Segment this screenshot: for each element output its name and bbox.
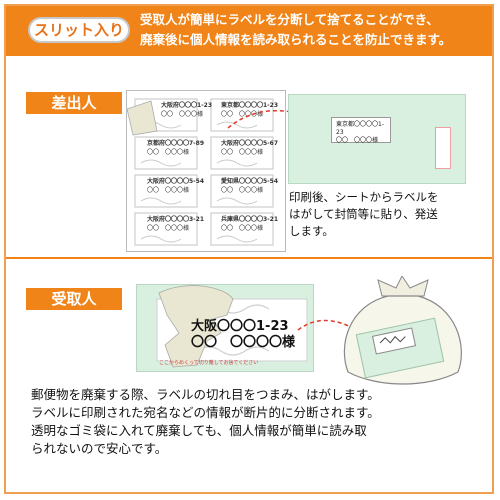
receiver-label-address: 大阪〇〇〇1-23 〇〇 〇〇〇〇様 [191,319,296,350]
envelope-address-label: 東京都〇〇〇〇1-23 〇〇 〇〇〇様 [331,117,391,144]
receiver-heading: 受取人 [26,288,122,310]
receiver-description: 郵便物を廃棄する際、ラベルの切れ目をつまみ、はがします。 ラベルに印刷された宛名… [31,387,380,456]
peeled-label-corner [127,100,158,136]
postal-code-boxes [435,127,451,169]
banner-line-1: 受取人が簡単にラベルを分断して捨てることができ、 [140,12,439,27]
torn-label-illustration [156,285,308,368]
banner-text: 受取人が簡単にラベルを分断して捨てることができ、 廃棄後に個人情報を読み取られる… [140,10,490,50]
sender-heading: 差出人 [26,92,122,114]
banner-line-2: 廃棄後に個人情報を読み取られることを防止できます。 [140,32,452,47]
page-frame: スリット入り 受取人が簡単にラベルを分断して捨てることができ、 廃棄後に個人情報… [4,4,494,494]
peeled-label-piece [158,285,234,368]
header-banner: スリット入り 受取人が簡単にラベルを分断して捨てることができ、 廃棄後に個人情報… [6,6,492,56]
sender-description: 印刷後、シートからラベルを はがして封筒等に貼り、発送 します。 [289,190,439,238]
sender-envelope: 東京都〇〇〇〇1-23 〇〇 〇〇〇様 [288,94,466,184]
receiver-label-note: ここからめくって切り離してお捨てください [159,360,259,366]
receiver-envelope: 大阪〇〇〇1-23 〇〇 〇〇〇〇様 ここからめくって切り離してお捨てください [136,284,314,372]
sheet-slits-illustration [127,98,274,246]
section-divider [6,257,492,259]
trash-bag-icon [343,276,462,385]
slit-badge: スリット入り [28,17,130,43]
